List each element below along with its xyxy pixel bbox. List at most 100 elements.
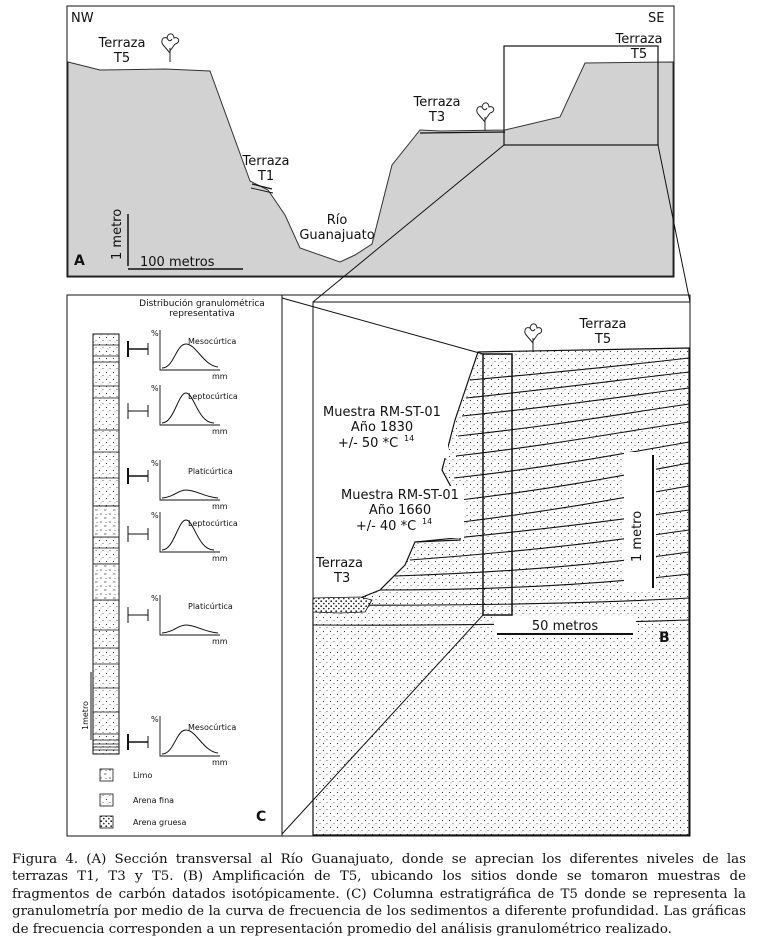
- curve-x-axis-label: mm: [212, 372, 228, 381]
- stratigraphic-column-box: [482, 353, 513, 616]
- sample-1-label: Muestra RM-ST-01 Año 1830 +/- 50 *C 14: [316, 402, 448, 458]
- legend-arena-fina: Arena fina: [133, 796, 174, 805]
- curve-y-axis-label: %: [151, 459, 159, 468]
- sample-depth-marker: [127, 468, 149, 484]
- curve-x-axis-label: mm: [212, 637, 228, 646]
- sample-depth-marker: [127, 607, 149, 623]
- figure-caption: Figura 4. (A) Sección transversal al Río…: [12, 852, 746, 937]
- panel-letter-b: B: [659, 630, 670, 646]
- zoom-box: [503, 45, 659, 146]
- legend-swatch-limo: [99, 768, 114, 782]
- frequency-curve: [161, 489, 219, 499]
- sample-depth-marker: [127, 526, 149, 542]
- curve-axes: [159, 460, 220, 501]
- curve-kurtosis-label: Platicúrtica: [188, 467, 233, 476]
- strat-column: [92, 333, 120, 755]
- sample-2-error: +/- 40 *C: [356, 519, 416, 534]
- panel-c-title-1: Distribución granulométrica: [139, 298, 265, 309]
- zoom-connector-right: [657, 144, 691, 303]
- panel-letter-c: C: [256, 809, 266, 825]
- column-connector-bottom: [281, 614, 484, 835]
- legend-swatch-arena-gruesa: [99, 815, 114, 829]
- frequency-curve: [161, 729, 219, 755]
- curve-x-axis-label: mm: [212, 758, 228, 767]
- strata-lines: [312, 357, 690, 626]
- vertical-scale-label: 1 metro: [630, 511, 645, 562]
- direction-se: SE: [648, 11, 664, 26]
- terrace-t1-surface: [251, 183, 273, 190]
- label-t3-b: T3: [333, 571, 350, 586]
- curve-kurtosis-label: Mesocúrtica: [188, 337, 236, 346]
- label-t5: T5: [594, 332, 611, 347]
- direction-nw: NW: [71, 11, 94, 26]
- silt-layer: [92, 563, 120, 601]
- frequency-curve: [161, 624, 219, 634]
- label-t1: T1: [257, 169, 274, 184]
- legend-arena-gruesa: Arena gruesa: [133, 818, 187, 827]
- sample-2-year: Año 1660: [369, 503, 431, 518]
- terrace-t3-surface: [419, 131, 506, 134]
- label-terraza-t5: Terraza: [579, 317, 627, 332]
- grain-curve-4: % mm Leptocúrtica: [127, 511, 238, 563]
- column-connector-top: [281, 297, 484, 355]
- label-terraza-t5-left: Terraza: [98, 36, 146, 51]
- curve-kurtosis-label: Mesocúrtica: [188, 723, 236, 732]
- curve-kurtosis-label: Platicúrtica: [188, 602, 233, 611]
- panel-letter-a: A: [74, 253, 85, 269]
- sample-depth-marker: [127, 403, 149, 419]
- t3-coarse-sand: [312, 596, 373, 614]
- label-guanajuato: Guanajuato: [299, 228, 374, 243]
- grain-curve-1: % mm Mesocúrtica: [127, 329, 236, 381]
- frequency-curve: [161, 343, 219, 369]
- sample-2-superscript: 14: [422, 517, 432, 526]
- label-rio: Río: [327, 213, 348, 228]
- curve-y-axis-label: %: [151, 715, 159, 724]
- panel-b: Terraza T5 Muestra RM-ST-01 Año 1830 +/-…: [312, 301, 691, 837]
- panel-c: Distribución granulométrica representati…: [66, 294, 283, 837]
- sample-2-label: Muestra RM-ST-01 Año 1660 +/- 40 *C 14: [338, 486, 464, 538]
- grain-curve-2: % mm Leptocúrtica: [127, 384, 238, 436]
- grain-curve-6: % mm Mesocúrtica: [127, 715, 236, 767]
- vertical-scale-bg: [624, 452, 656, 592]
- legend-limo: Limo: [133, 771, 152, 780]
- label-terraza-t5-right: Terraza: [615, 32, 663, 47]
- curve-x-axis-label: mm: [212, 427, 228, 436]
- label-t3: T3: [428, 110, 445, 125]
- curve-axes: [159, 512, 220, 553]
- label-terraza-t1: Terraza: [242, 154, 290, 169]
- curve-axes: [159, 330, 220, 371]
- label-t5-right: T5: [630, 47, 647, 62]
- panel-c-title-2: representativa: [169, 309, 235, 319]
- panel-a: NW SE Terraza T5 Terraza T1 Terraza T3 T…: [66, 5, 675, 278]
- sample-1-year: Año 1830: [351, 420, 413, 435]
- silt-layer: [92, 505, 120, 538]
- sample-1-id: Muestra RM-ST-01: [323, 405, 441, 420]
- zoom-connector-left: [312, 144, 505, 303]
- frequency-curve: [161, 519, 215, 551]
- horizontal-scale-bg: [494, 616, 636, 638]
- sample-1-error: +/- 50 *C: [338, 436, 398, 451]
- horizontal-scale-label: 100 metros: [140, 255, 215, 270]
- curve-y-axis-label: %: [151, 511, 159, 520]
- curve-y-axis-label: %: [151, 329, 159, 338]
- curve-y-axis-label: %: [151, 384, 159, 393]
- label-terraza-t3-b: Terraza: [315, 556, 363, 571]
- curve-x-axis-label: mm: [212, 502, 228, 511]
- curve-x-axis-label: mm: [212, 554, 228, 563]
- legend-swatch-arena-fina: [99, 793, 114, 807]
- label-terraza-t3: Terraza: [413, 95, 461, 110]
- horizontal-scale-label: 50 metros: [532, 619, 598, 634]
- sample-2-id: Muestra RM-ST-01: [341, 488, 459, 503]
- vertical-scale-label: 1 metro: [110, 209, 125, 260]
- frequency-curve: [161, 392, 215, 424]
- label-t5-left: T5: [113, 51, 130, 66]
- curve-axes: [159, 385, 220, 426]
- sample-1-superscript: 14: [404, 434, 414, 443]
- curve-kurtosis-label: Leptocúrtica: [188, 519, 238, 528]
- valley-profile: [67, 61, 674, 277]
- curve-kurtosis-label: Leptocúrtica: [188, 392, 238, 401]
- curve-axes: [159, 716, 220, 757]
- sample-depth-marker: [127, 734, 149, 750]
